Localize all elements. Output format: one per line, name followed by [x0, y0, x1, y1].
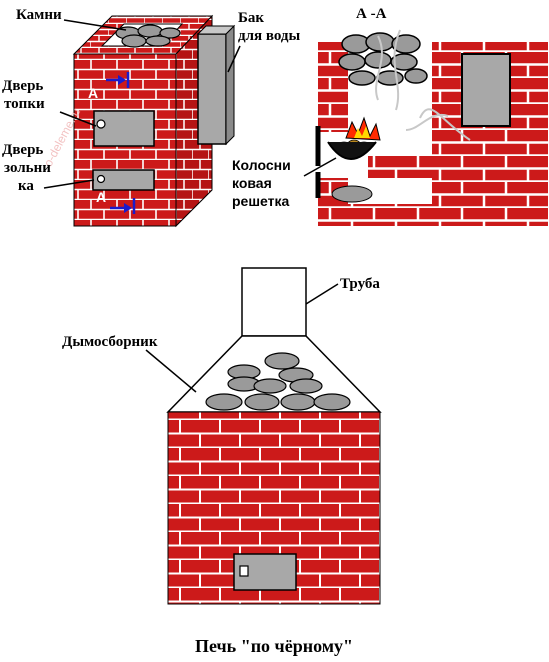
label-section: А -А [356, 6, 387, 22]
label-ash-door-2: зольни [4, 160, 51, 176]
label-water-tank-1: Бак [238, 10, 264, 26]
stove-door-handle [239, 565, 249, 577]
water-tank-top [196, 25, 236, 35]
section-stones [338, 32, 428, 86]
section-arrow-bottom [110, 198, 136, 214]
fire [345, 116, 381, 141]
firebox-door [93, 110, 155, 147]
water-tank [197, 33, 227, 145]
caption: Печь "по чёрному" [195, 636, 353, 656]
bottom-stones [205, 352, 351, 411]
smoke [375, 29, 471, 141]
label-grate-1: Колосни [232, 157, 291, 173]
label-grate-3: решетка [232, 193, 289, 209]
label-pipe: Труба [340, 276, 380, 292]
label-ash-door-1: Дверь [2, 142, 43, 158]
label-grate-2: ковая [232, 175, 272, 191]
label-smoke-hood: Дымосборник [62, 334, 158, 350]
firebox-door-handle [96, 119, 106, 129]
label-water-tank-2: для воды [238, 28, 301, 44]
chimney-pipe [241, 267, 307, 337]
leader-pipe [305, 283, 339, 305]
ash-door-handle [96, 174, 106, 184]
label-ash-door-3: ка [18, 178, 34, 194]
label-stones: Камни [16, 7, 62, 23]
leaders-top-left [43, 19, 241, 189]
black-stove [166, 267, 382, 605]
section-floor [368, 156, 432, 178]
label-firebox-door-2: топки [4, 96, 45, 112]
section-water-tank [461, 53, 511, 127]
section-mark-bottom: А [96, 189, 106, 205]
label-firebox-door-1: Дверь [2, 78, 43, 94]
section-view [315, 29, 548, 226]
leader-smoke-hood [145, 349, 197, 393]
water-tank-side [225, 24, 235, 146]
section-base [318, 204, 548, 226]
leader-grate [303, 157, 337, 177]
stones-top [115, 24, 181, 48]
grate [327, 141, 377, 160]
ash [331, 185, 373, 203]
section-arrow-top [106, 72, 130, 88]
stove-3d: А А o-deleme.ru [41, 14, 236, 228]
section-mark-top: А [88, 85, 98, 101]
